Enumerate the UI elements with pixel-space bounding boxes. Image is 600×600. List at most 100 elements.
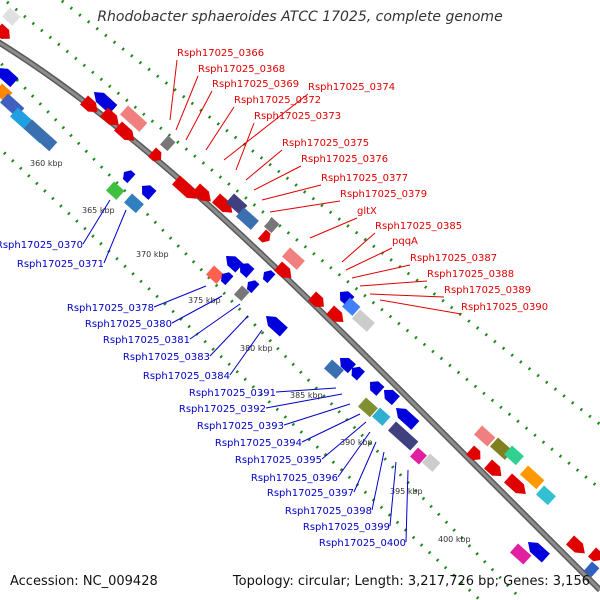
gene-feature-12 — [113, 121, 135, 141]
kbp-tick-label: 375 kbp — [188, 296, 221, 305]
gene-feature-36 — [307, 291, 324, 307]
gene-feature-48 — [396, 408, 420, 430]
gene-feature-20 — [191, 183, 211, 202]
forward-gene-label: Rsph17025_0375 — [282, 138, 369, 149]
reverse-gene-leader — [265, 393, 343, 409]
gene-feature-14 — [159, 135, 176, 152]
forward-gene-leader — [345, 247, 393, 271]
gene-feature-55 — [465, 445, 481, 461]
forward-gene-leader — [223, 93, 309, 161]
gene-feature-3 — [0, 68, 19, 88]
forward-gene-leader — [245, 149, 283, 181]
forward-gene-label: pqqA — [392, 236, 418, 247]
reverse-gene-label: Rsph17025_0394 — [215, 438, 302, 449]
reverse-gene-leader — [171, 295, 223, 324]
gene-feature-39 — [341, 297, 361, 316]
reverse-gene-label: Rsph17025_0400 — [319, 538, 406, 549]
kbp-tick-label: 365 kbp — [82, 206, 115, 215]
reverse-gene-label: Rsph17025_0392 — [179, 404, 266, 415]
forward-gene-label: Rsph17025_0379 — [340, 189, 427, 200]
forward-gene-label: Rsph17025_0388 — [427, 269, 514, 280]
dotted-track-2 — [0, 60, 522, 600]
reverse-gene-label: Rsph17025_0370 — [0, 240, 83, 251]
gene-feature-24 — [257, 229, 271, 243]
forward-gene-leader — [309, 217, 358, 239]
forward-gene-leader — [351, 264, 411, 279]
reverse-gene-label: Rsph17025_0371 — [17, 259, 104, 270]
reverse-gene-label: Rsph17025_0397 — [267, 488, 354, 499]
reverse-gene-leader — [275, 387, 337, 393]
gene-feature-61 — [528, 542, 550, 563]
reverse-gene-leader — [337, 431, 371, 478]
dotted-track-3 — [58, 0, 600, 427]
reverse-gene-leader — [153, 285, 207, 308]
gene-feature-23 — [235, 207, 259, 230]
gene-feature-1 — [0, 23, 10, 39]
gene-feature-33 — [273, 261, 292, 279]
forward-gene-leader — [269, 200, 341, 213]
reverse-gene-leader — [389, 461, 397, 527]
kbp-tick-label: 395 kbp — [390, 487, 423, 496]
reverse-gene-leader — [189, 303, 241, 340]
gene-feature-11 — [119, 105, 148, 132]
reverse-gene-leader — [371, 451, 385, 511]
forward-gene-label: Rsph17025_0374 — [308, 82, 395, 93]
gene-feature-43 — [351, 366, 365, 381]
reverse-gene-leader — [209, 315, 249, 357]
gene-feature-47 — [371, 407, 391, 426]
gene-feature-27 — [240, 263, 255, 278]
gene-feature-9 — [79, 95, 98, 113]
gene-feature-30 — [246, 280, 260, 294]
kbp-tick-label: 360 kbp — [30, 159, 63, 168]
kbp-tick-label: 385 kbp — [290, 391, 323, 400]
forward-gene-label: Rsph17025_0366 — [177, 48, 264, 59]
gene-feature-31 — [262, 270, 276, 284]
gene-feature-41 — [323, 359, 344, 380]
forward-gene-label: Rsph17025_0368 — [198, 64, 285, 75]
gene-feature-19 — [171, 175, 197, 199]
reverse-gene-label: Rsph17025_0398 — [285, 506, 372, 517]
forward-gene-leader — [359, 280, 428, 287]
reverse-gene-label: Rsph17025_0383 — [123, 352, 210, 363]
gene-feature-26 — [226, 256, 244, 273]
forward-gene-leader — [169, 59, 178, 121]
gene-feature-62 — [565, 535, 585, 554]
forward-gene-label: Rsph17025_0376 — [301, 154, 388, 165]
gene-feature-59 — [535, 485, 556, 506]
gene-feature-37 — [325, 305, 344, 323]
forward-gene-label: Rsph17025_0390 — [461, 302, 548, 313]
forward-gene-leader — [253, 165, 302, 191]
gene-feature-52 — [473, 425, 496, 447]
reverse-gene-leader — [229, 329, 263, 376]
reverse-gene-leader — [103, 209, 127, 264]
gene-feature-50 — [409, 447, 427, 465]
kbp-tick-label: 400 kbp — [438, 535, 471, 544]
gene-feature-46 — [357, 397, 378, 418]
gene-feature-7 — [23, 119, 58, 152]
gene-feature-25 — [263, 217, 280, 234]
forward-gene-leader — [379, 299, 462, 315]
gene-feature-35 — [266, 316, 288, 337]
reverse-gene-label: Rsph17025_0384 — [143, 371, 230, 382]
gene-feature-64 — [583, 561, 600, 578]
gene-feature-38 — [340, 291, 355, 306]
gene-feature-49 — [387, 421, 419, 451]
forward-gene-leader — [185, 90, 213, 141]
forward-gene-leader — [235, 122, 255, 171]
gene-feature-56 — [483, 459, 502, 477]
reverse-gene-label: Rsph17025_0396 — [251, 473, 338, 484]
kbp-tick-label: 370 kbp — [136, 250, 169, 259]
gene-feature-57 — [503, 473, 526, 495]
gene-feature-22 — [225, 193, 248, 215]
reverse-gene-leader — [301, 413, 361, 443]
reverse-gene-label: Rsph17025_0391 — [189, 388, 276, 399]
gene-feature-29 — [220, 272, 234, 286]
genome-summary-text: Topology: circular; Length: 3,217,726 bp… — [232, 574, 590, 589]
reverse-gene-label: Rsph17025_0380 — [85, 319, 172, 330]
gene-feature-2 — [1, 7, 21, 26]
reverse-gene-leader — [283, 403, 351, 426]
gene-feature-16 — [122, 170, 136, 184]
gene-feature-21 — [211, 193, 233, 213]
forward-gene-label: gltX — [357, 206, 377, 217]
